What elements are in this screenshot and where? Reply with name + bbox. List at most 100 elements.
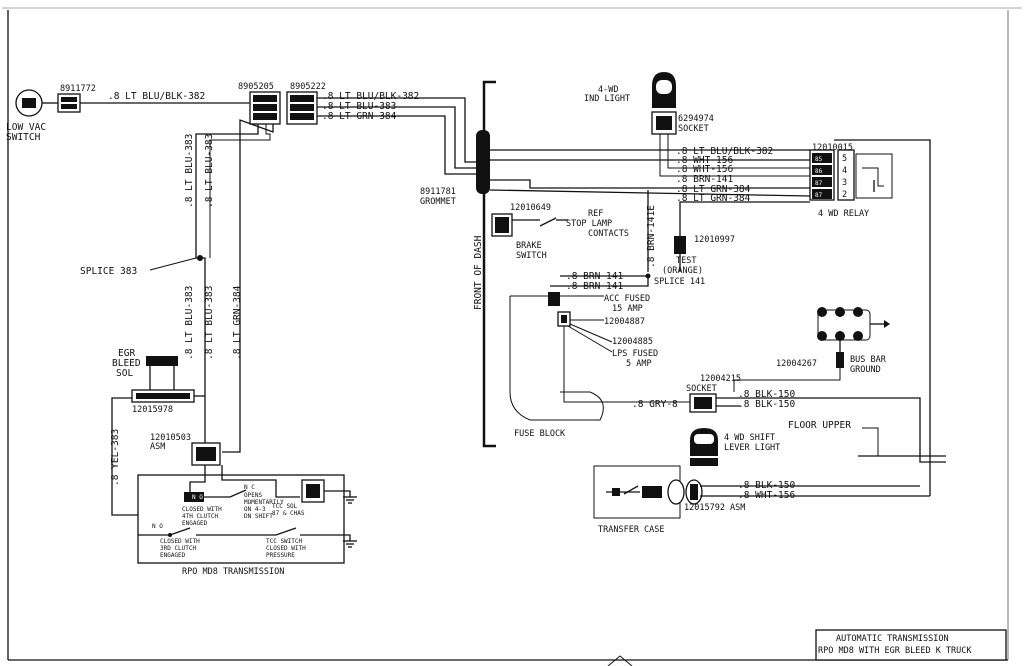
- shift-socket-part-number: 12004215: [700, 374, 741, 384]
- wire-383-vertical: [195, 124, 259, 448]
- splice-383-label: SPLICE 383: [80, 266, 137, 277]
- tcc-sw-label2: CLOSED WITH: [266, 545, 306, 552]
- brake-label: BRAKE: [516, 241, 542, 251]
- conn-a-part-number: 8905205: [238, 82, 274, 92]
- wire-label-blk-150-a: .8 BLK-150: [738, 389, 795, 400]
- tcc-sw-label3: PRESSURE: [266, 552, 295, 559]
- wire-384-vertical: [222, 119, 274, 453]
- splice-383-dot: [197, 255, 203, 261]
- relay-pin-5: 5: [842, 154, 847, 164]
- egr-label: EGR: [118, 348, 135, 359]
- transmission-label: RPO MD8 TRANSMISSION: [182, 567, 284, 577]
- wire-label-vac-to-conn: .8 LT BLU/BLK-382: [108, 91, 205, 102]
- acc-amp-label: 15 AMP: [612, 304, 643, 314]
- shift-lever-light: 4 WD SHIFT LEVER LIGHT: [690, 428, 780, 466]
- grommet-part-number: 8911781: [420, 187, 456, 197]
- wire-383-vertical-b: [209, 124, 271, 258]
- sw2-desc3: ENGAGED: [160, 552, 186, 559]
- wire-label-brn-141e: .8 BRN-141E: [646, 205, 657, 268]
- ind-light-label2: IND LIGHT: [584, 94, 630, 104]
- sw1-no-label: N O: [192, 494, 203, 501]
- wire-label-vert-383-d: .8 LT BLU-383: [204, 286, 215, 360]
- ground-label: GROUND: [850, 365, 881, 375]
- ind-light-socket-label: SOCKET: [678, 124, 709, 134]
- asm-part-number: 12010503: [150, 433, 191, 443]
- tcc-sw-label1: TCC SWITCH: [266, 538, 303, 545]
- wire-label-conn-top1: .8 LT BLU/BLK-382: [322, 91, 419, 102]
- egr-part-number: 12015978: [132, 405, 173, 415]
- sw2-no-label: N O: [152, 523, 163, 530]
- wire-label-vert-384: .8 LT GRN-384: [232, 285, 243, 360]
- fuse-block-label: FUSE BLOCK: [514, 429, 566, 439]
- wire-relay-141: [490, 179, 810, 189]
- wire-bus-bar-to-socket: [733, 368, 841, 392]
- splice-141-label: SPLICE 141: [654, 277, 705, 287]
- fuse-part-2: 12004885: [612, 337, 653, 347]
- wire-label-wht-156-tc: .8 WHT-156: [738, 490, 795, 501]
- bus-bar-label: BUS BAR: [850, 355, 887, 365]
- brake-ref-label: REF: [588, 209, 603, 219]
- wire-label-conn-top2: .8 LT BLU-383: [322, 101, 396, 112]
- bus-bar-ground: 12004267 BUS BAR GROUND: [776, 307, 890, 375]
- front-of-dash-label: FRONT OF DASH: [473, 235, 484, 310]
- wire-label-gry-8: .8 GRY-8: [632, 399, 678, 410]
- wire-label-vert-383-b: .8 LT BLU-383: [204, 134, 215, 208]
- orange-label: (ORANGE): [662, 266, 703, 276]
- wire-relay-to-tc: [834, 139, 931, 496]
- lps-amp-label: 5 AMP: [626, 359, 652, 369]
- wire-label-relay-2: .8 WHT-156: [676, 155, 733, 166]
- asm-label: ASM: [150, 442, 165, 452]
- relay-part-number: 12010015: [812, 143, 853, 153]
- low-vac-connector: 8911772: [57, 84, 96, 113]
- acc-fused-label: ACC FUSED: [604, 294, 650, 304]
- shift-light-label2: LEVER LIGHT: [724, 443, 780, 453]
- transmission-box: RPO MD8 TRANSMISSION N O CLOSED WITH 4TH…: [137, 465, 357, 577]
- relay-pin-87b: 87: [815, 192, 823, 199]
- ind-light-part-number: 6294974: [678, 114, 714, 124]
- wire-label-relay-6: .8 LT GRN-384: [676, 193, 751, 204]
- relay-pin-85: 85: [815, 156, 823, 163]
- nc-desc2: MOMENTARILY: [244, 499, 284, 506]
- wire-label-conn-top3: .8 LT GRN-384: [322, 111, 397, 122]
- title-line-2: RPO MD8 WITH EGR BLEED K TRUCK: [818, 646, 972, 656]
- wire-label-relay-3: .8 WHT-156: [676, 164, 733, 175]
- stop-lamp-label: STOP LAMP: [566, 219, 612, 229]
- low-vac-part-number: 8911772: [60, 84, 96, 94]
- title-line-1: AUTOMATIC TRANSMISSION: [836, 634, 949, 644]
- sw1-desc1: CLOSED WITH: [182, 506, 222, 513]
- front-of-dash: 8911781 GROMMET FRONT OF DASH: [420, 80, 496, 448]
- wire-label-brn-141-a: .8 BRN-141: [566, 271, 623, 282]
- tcc-sol-label2: 87 & CHAS: [272, 510, 305, 517]
- wire-382-top: [317, 97, 480, 163]
- test-connector: 12010997 TEST (ORANGE): [662, 235, 735, 276]
- relay-pin-2: 2: [842, 190, 847, 200]
- shift-socket-label: SOCKET: [686, 384, 717, 394]
- brake-switch-part-number: 12010649: [510, 203, 551, 213]
- sw2-desc1: CLOSED WITH: [160, 538, 200, 545]
- connector-8905205: 8905205: [238, 82, 281, 125]
- switch-label: SWITCH: [6, 132, 41, 143]
- egr-bleed-solenoid: EGR BLEED SOL 12015978: [112, 348, 195, 415]
- grommet-8911781: [476, 130, 490, 194]
- asm-connector-12010503: 12010503 ASM: [150, 433, 221, 466]
- relay-pin-3: 3: [842, 178, 847, 188]
- nc-label: N C: [244, 484, 255, 491]
- fuse-block: ACC FUSED 15 AMP 12004887 12004885 LPS F…: [509, 292, 690, 439]
- wire-ind-light-2: [667, 134, 810, 169]
- wire-blk-150-a: [716, 397, 946, 463]
- test-label: TEST: [676, 256, 696, 266]
- nc-desc4: DN SHIFT: [244, 513, 273, 520]
- sw1-desc2: 4TH CLUTCH: [182, 513, 219, 520]
- relay-pin-4: 4: [842, 166, 847, 176]
- ind-light: 4-WD IND LIGHT 6294974 SOCKET: [584, 72, 714, 135]
- brake-switch-label: SWITCH: [516, 251, 547, 261]
- wire-label-blk-150-c: .8 BLK-150: [738, 480, 795, 491]
- transfer-case: TRANSFER CASE 12015792 ASM: [593, 465, 745, 535]
- bottom-notch: [607, 655, 633, 666]
- wire-label-brn-141-b: .8 BRN-141: [566, 281, 623, 292]
- brake-switch: 12010649 REF STOP LAMP CONTACTS BRAKE SW…: [491, 203, 629, 261]
- tcc-sol-label1: TCC SOL: [272, 503, 298, 510]
- connector-8905222: 8905222: [286, 82, 326, 125]
